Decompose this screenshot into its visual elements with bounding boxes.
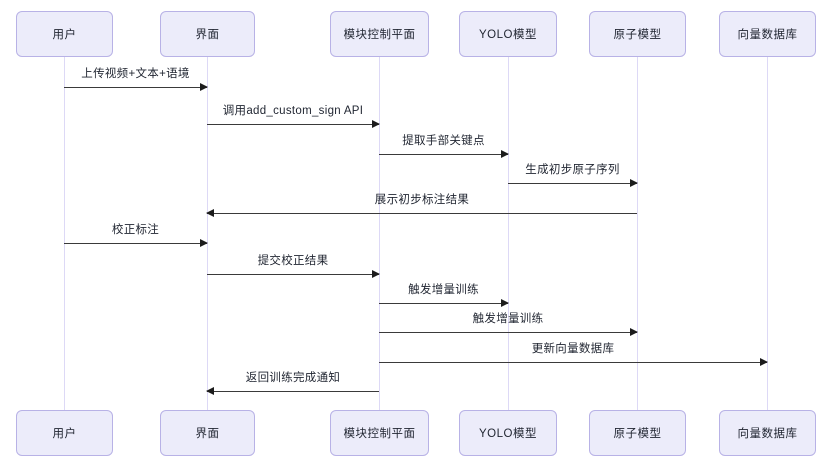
arrow-head-icon bbox=[200, 239, 208, 247]
arrow-head-icon bbox=[206, 209, 214, 217]
participant-bottom-control[interactable]: 模块控制平面 bbox=[330, 410, 429, 456]
participant-label: 用户 bbox=[52, 428, 77, 440]
participant-bottom-vectordb[interactable]: 向量数据库 bbox=[719, 410, 816, 456]
message-label: 触发增量训练 bbox=[472, 313, 544, 325]
participant-top-vectordb[interactable]: 向量数据库 bbox=[719, 11, 816, 57]
participant-bottom-user[interactable]: 用户 bbox=[16, 410, 113, 456]
participant-label: 用户 bbox=[52, 29, 77, 41]
participant-bottom-yolo[interactable]: YOLO模型 bbox=[459, 410, 557, 456]
participant-label: 界面 bbox=[195, 29, 220, 41]
message-label: 更新向量数据库 bbox=[531, 343, 615, 355]
arrow-head-icon bbox=[501, 150, 509, 158]
participant-label: 原子模型 bbox=[613, 428, 662, 440]
arrow-line bbox=[207, 391, 379, 392]
message-label: 提取手部关键点 bbox=[402, 135, 485, 147]
participant-label: 模块控制平面 bbox=[343, 29, 416, 41]
lifeline-user bbox=[64, 57, 65, 410]
lifeline-vectordb bbox=[767, 57, 768, 410]
participant-top-user[interactable]: 用户 bbox=[16, 11, 113, 57]
arrow-line bbox=[508, 183, 637, 184]
arrow-line bbox=[379, 154, 508, 155]
arrow-line bbox=[379, 303, 508, 304]
message-label: 展示初步标注结果 bbox=[374, 194, 470, 206]
arrow-line bbox=[64, 87, 207, 88]
arrow-line bbox=[379, 332, 637, 333]
arrow-line bbox=[64, 243, 207, 244]
arrow-head-icon bbox=[501, 299, 509, 307]
participant-label: 原子模型 bbox=[613, 29, 662, 41]
participant-label: 向量数据库 bbox=[737, 428, 798, 440]
lifeline-atomic bbox=[637, 57, 638, 410]
participant-label: 界面 bbox=[195, 428, 220, 440]
arrow-head-icon bbox=[372, 270, 380, 278]
participant-label: YOLO模型 bbox=[479, 29, 537, 41]
message-label: 调用add_custom_sign API bbox=[222, 105, 364, 117]
arrow-head-icon bbox=[206, 387, 214, 395]
message-label: 触发增量训练 bbox=[408, 284, 479, 296]
arrow-line bbox=[379, 362, 767, 363]
participant-bottom-atomic[interactable]: 原子模型 bbox=[589, 410, 686, 456]
message-label: 上传视频+文本+语境 bbox=[81, 68, 190, 80]
arrow-head-icon bbox=[200, 83, 208, 91]
participant-label: 模块控制平面 bbox=[343, 428, 416, 440]
message-label: 校正标注 bbox=[111, 224, 160, 236]
message-label: 提交校正结果 bbox=[257, 255, 329, 267]
participant-label: 向量数据库 bbox=[737, 29, 798, 41]
arrow-head-icon bbox=[630, 179, 638, 187]
participant-top-atomic[interactable]: 原子模型 bbox=[589, 11, 686, 57]
participant-top-yolo[interactable]: YOLO模型 bbox=[459, 11, 557, 57]
arrow-line bbox=[207, 124, 379, 125]
participant-top-control[interactable]: 模块控制平面 bbox=[330, 11, 429, 57]
arrow-head-icon bbox=[760, 358, 768, 366]
arrow-line bbox=[207, 213, 637, 214]
participant-top-ui[interactable]: 界面 bbox=[160, 11, 255, 57]
lifeline-yolo bbox=[508, 57, 509, 410]
lifeline-ui bbox=[207, 57, 208, 410]
participant-bottom-ui[interactable]: 界面 bbox=[160, 410, 255, 456]
message-label: 生成初步原子序列 bbox=[525, 164, 620, 176]
lifeline-control bbox=[379, 57, 380, 410]
arrow-line bbox=[207, 274, 379, 275]
arrow-head-icon bbox=[630, 328, 638, 336]
participant-label: YOLO模型 bbox=[479, 428, 537, 440]
message-label: 返回训练完成通知 bbox=[245, 372, 341, 384]
arrow-head-icon bbox=[372, 120, 380, 128]
